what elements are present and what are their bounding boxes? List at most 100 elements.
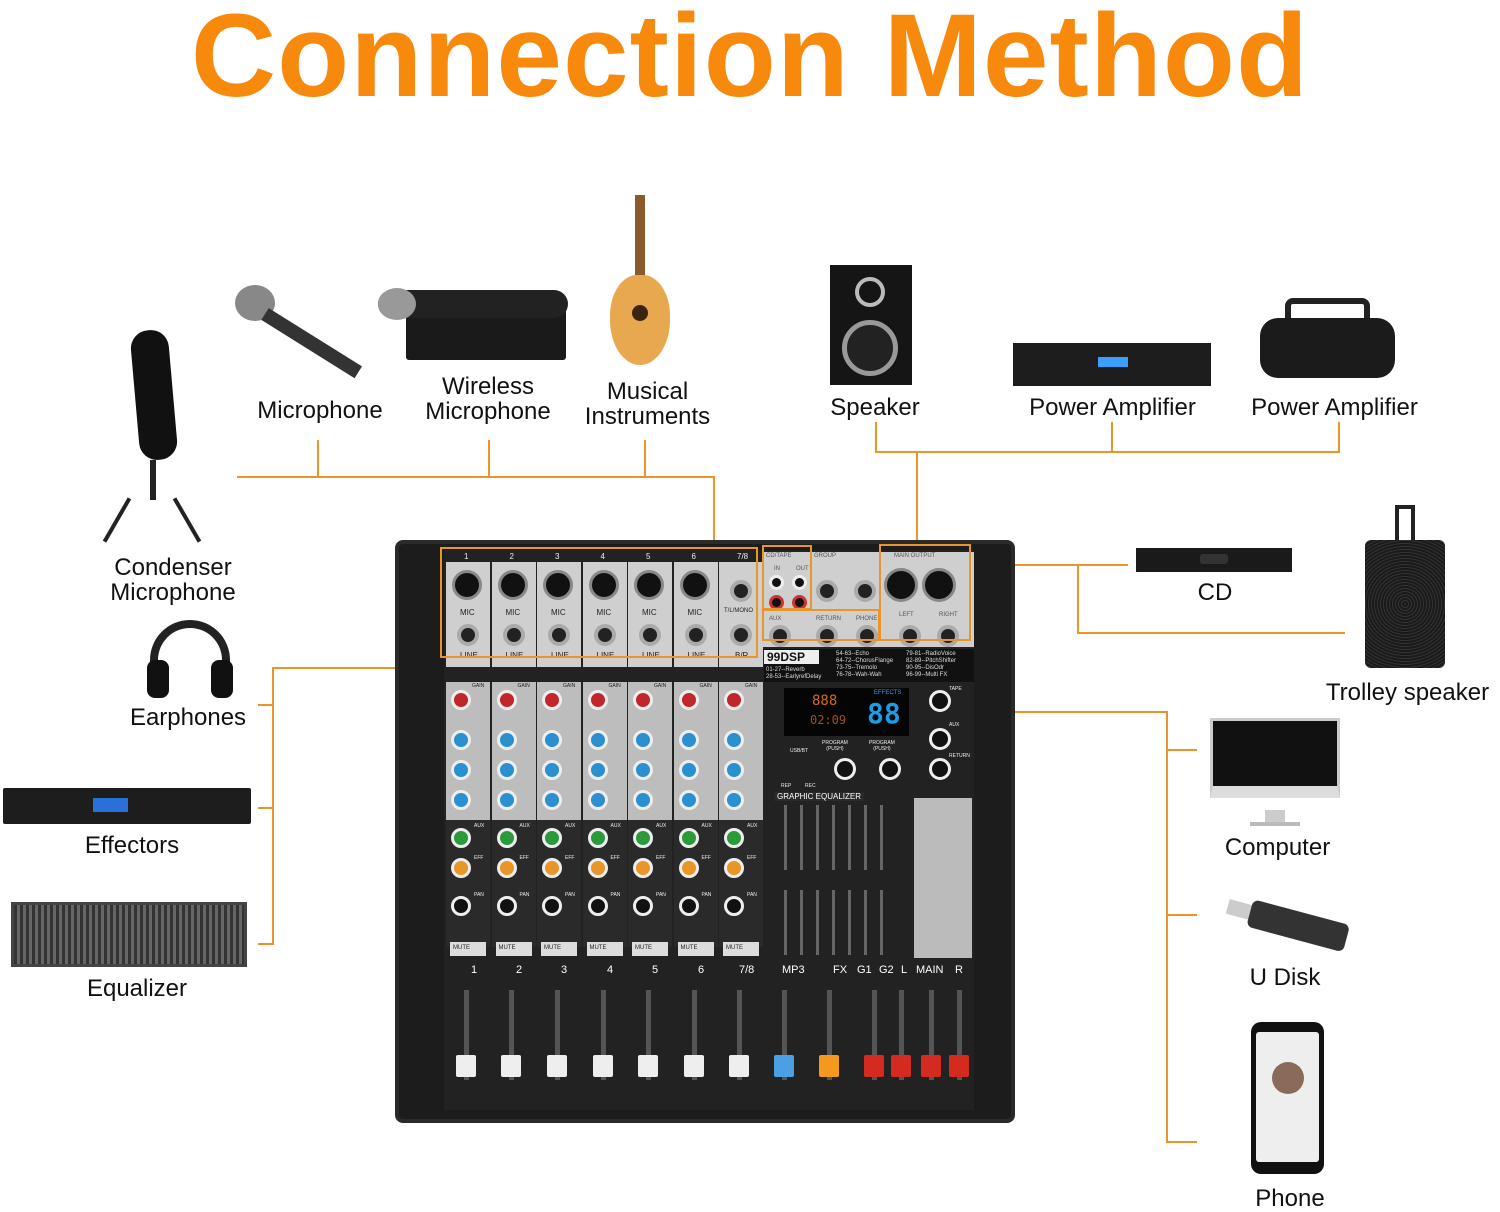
eq-slider[interactable] bbox=[800, 890, 803, 955]
pan-knob[interactable] bbox=[451, 896, 471, 916]
eq-slider[interactable] bbox=[864, 890, 867, 955]
eff-knob[interactable] bbox=[633, 858, 653, 878]
aux-knob[interactable] bbox=[451, 828, 471, 848]
jack-output[interactable] bbox=[816, 580, 838, 602]
fader-knob[interactable] bbox=[593, 1055, 613, 1077]
jack-output[interactable] bbox=[816, 625, 838, 647]
eq-slider[interactable] bbox=[816, 805, 819, 870]
fader-knob[interactable] bbox=[729, 1055, 749, 1077]
gain-knob[interactable] bbox=[633, 690, 653, 710]
gain-knob[interactable] bbox=[451, 690, 471, 710]
control-knob[interactable] bbox=[929, 690, 951, 712]
aux-knob[interactable] bbox=[587, 828, 608, 848]
eq-knob[interactable] bbox=[633, 790, 653, 810]
eq-slider[interactable] bbox=[832, 890, 835, 955]
mute-button[interactable]: MUTE bbox=[586, 942, 623, 956]
fader-knob[interactable] bbox=[774, 1055, 794, 1077]
aux-knob[interactable] bbox=[678, 828, 699, 848]
eq-slider[interactable] bbox=[848, 890, 851, 955]
fader-knob[interactable] bbox=[921, 1055, 941, 1077]
xlr-input-jack[interactable] bbox=[452, 570, 482, 600]
gain-knob[interactable] bbox=[724, 690, 744, 710]
gain-knob[interactable] bbox=[542, 690, 562, 710]
line-input-jack[interactable] bbox=[730, 624, 752, 646]
mute-button[interactable]: MUTE bbox=[723, 942, 759, 956]
control-knob[interactable] bbox=[929, 728, 951, 750]
eq-slider[interactable] bbox=[784, 890, 787, 955]
eq-slider[interactable] bbox=[800, 805, 803, 870]
eq-knob[interactable] bbox=[451, 790, 471, 810]
line-input-jack[interactable] bbox=[684, 624, 707, 646]
eff-knob[interactable] bbox=[724, 858, 744, 878]
eq-knob[interactable] bbox=[451, 760, 471, 780]
fader-knob[interactable] bbox=[684, 1055, 704, 1077]
control-knob[interactable] bbox=[834, 758, 856, 780]
mute-button[interactable]: MUTE bbox=[541, 942, 577, 956]
jack-input[interactable] bbox=[730, 580, 752, 602]
jack-output[interactable] bbox=[856, 625, 878, 647]
xlr-input-jack[interactable] bbox=[634, 570, 664, 600]
xlr-main-output[interactable] bbox=[884, 568, 918, 602]
xlr-input-jack[interactable] bbox=[588, 570, 619, 600]
pan-knob[interactable] bbox=[496, 896, 517, 916]
jack-output[interactable] bbox=[854, 580, 876, 602]
control-knob[interactable] bbox=[929, 758, 951, 780]
eq-knob[interactable] bbox=[724, 790, 744, 810]
eq-knob[interactable] bbox=[724, 730, 744, 750]
eq-slider[interactable] bbox=[784, 805, 787, 870]
fader-knob[interactable] bbox=[864, 1055, 884, 1077]
eq-knob[interactable] bbox=[633, 730, 653, 750]
mute-button[interactable]: MUTE bbox=[495, 942, 532, 956]
pan-knob[interactable] bbox=[633, 896, 653, 916]
jack-output[interactable] bbox=[769, 625, 791, 647]
eq-knob[interactable] bbox=[587, 760, 608, 780]
pan-knob[interactable] bbox=[542, 896, 562, 916]
eq-slider[interactable] bbox=[880, 890, 883, 955]
eq-knob[interactable] bbox=[542, 790, 562, 810]
fader-knob[interactable] bbox=[891, 1055, 911, 1077]
eff-knob[interactable] bbox=[678, 858, 699, 878]
fader-knob[interactable] bbox=[547, 1055, 567, 1077]
xlr-main-output[interactable] bbox=[922, 568, 956, 602]
mute-button[interactable]: MUTE bbox=[450, 942, 486, 956]
eq-knob[interactable] bbox=[678, 790, 699, 810]
eq-knob[interactable] bbox=[451, 730, 471, 750]
eq-slider[interactable] bbox=[832, 805, 835, 870]
mute-button[interactable]: MUTE bbox=[677, 942, 714, 956]
eq-slider[interactable] bbox=[816, 890, 819, 955]
line-input-jack[interactable] bbox=[593, 624, 616, 646]
gain-knob[interactable] bbox=[587, 690, 608, 710]
eq-knob[interactable] bbox=[496, 730, 517, 750]
rca-jack[interactable] bbox=[792, 575, 807, 590]
eq-knob[interactable] bbox=[587, 790, 608, 810]
eff-knob[interactable] bbox=[542, 858, 562, 878]
line-input-jack[interactable] bbox=[502, 624, 525, 646]
eq-knob[interactable] bbox=[542, 760, 562, 780]
aux-knob[interactable] bbox=[633, 828, 653, 848]
gain-knob[interactable] bbox=[496, 690, 517, 710]
fader-knob[interactable] bbox=[456, 1055, 476, 1077]
pan-knob[interactable] bbox=[587, 896, 608, 916]
gain-knob[interactable] bbox=[678, 690, 699, 710]
eq-slider[interactable] bbox=[864, 805, 867, 870]
line-input-jack[interactable] bbox=[548, 624, 570, 646]
eff-knob[interactable] bbox=[496, 858, 517, 878]
eq-knob[interactable] bbox=[678, 730, 699, 750]
fader-knob[interactable] bbox=[501, 1055, 521, 1077]
eq-slider[interactable] bbox=[880, 805, 883, 870]
pan-knob[interactable] bbox=[724, 896, 744, 916]
xlr-input-jack[interactable] bbox=[543, 570, 573, 600]
eq-knob[interactable] bbox=[496, 760, 517, 780]
eq-knob[interactable] bbox=[724, 760, 744, 780]
line-input-jack[interactable] bbox=[457, 624, 479, 646]
eq-knob[interactable] bbox=[542, 730, 562, 750]
eq-knob[interactable] bbox=[587, 730, 608, 750]
aux-knob[interactable] bbox=[724, 828, 744, 848]
eff-knob[interactable] bbox=[451, 858, 471, 878]
line-input-jack[interactable] bbox=[639, 624, 661, 646]
mute-button[interactable]: MUTE bbox=[632, 942, 668, 956]
fader-knob[interactable] bbox=[819, 1055, 839, 1077]
jack-output[interactable] bbox=[937, 625, 959, 647]
eff-knob[interactable] bbox=[587, 858, 608, 878]
eq-knob[interactable] bbox=[633, 760, 653, 780]
